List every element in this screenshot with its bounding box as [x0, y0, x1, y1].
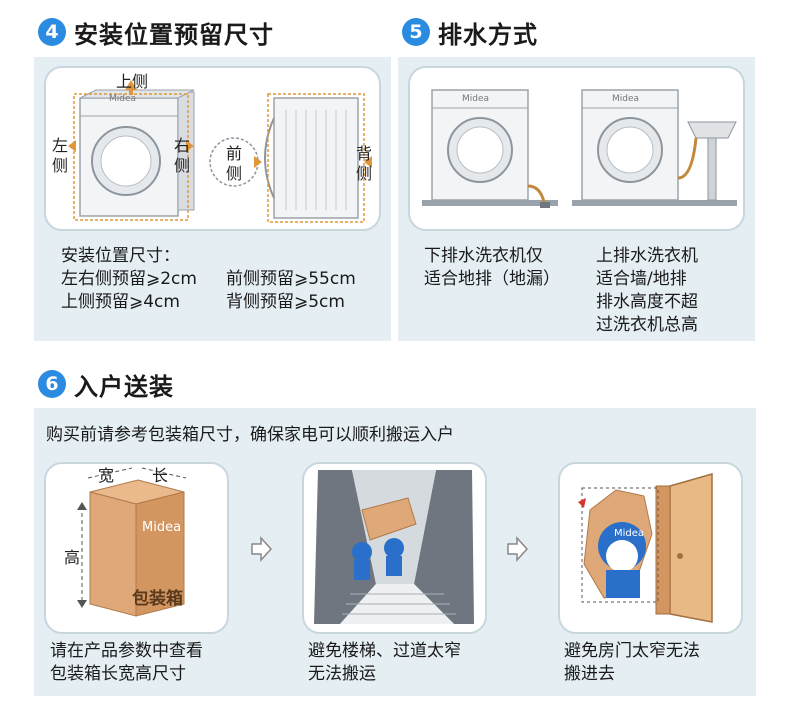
label-back-2: 侧	[356, 164, 373, 183]
box-label-height: 高	[64, 548, 81, 567]
install-text-left-right: 左右侧预留⩾2cm	[61, 269, 197, 289]
box-size-card: 宽 长 高 Midea 包装箱	[44, 462, 229, 634]
section6-panel: 购买前请参考包装箱尺寸，确保家电可以顺利搬运入户 宽 长 高 Midea 包装箱	[34, 408, 756, 696]
arrow-right-icon	[506, 536, 528, 562]
arrow-right-icon	[250, 536, 272, 562]
door-illustration	[578, 473, 713, 623]
section5-number-badge: 5	[402, 18, 430, 46]
section5-title: 排水方式	[438, 21, 538, 49]
section4-title: 安装位置预留尺寸	[74, 21, 274, 49]
brand-logo-right-washer: Midea	[612, 94, 640, 104]
label-right-1: 右	[174, 136, 191, 155]
box-label-width: 宽	[98, 466, 115, 485]
install-text-back: 背侧预留⩾5cm	[226, 292, 345, 312]
label-top: 上侧	[116, 72, 149, 91]
box-brand-logo: Midea	[142, 520, 182, 535]
label-front-2: 侧	[226, 164, 243, 183]
install-clearance-diagram	[68, 80, 372, 223]
drain-top-line2: 适合墙/地排	[596, 269, 687, 289]
stairs-card-caption-2: 无法搬运	[308, 664, 376, 684]
drain-method-diagram	[422, 89, 737, 208]
box-card-caption-1: 请在产品参数中查看	[50, 641, 203, 661]
drain-top-line1: 上排水洗衣机	[596, 246, 698, 266]
label-front-1: 前	[226, 144, 243, 163]
section4-panel: Midea 上侧 左 侧 右 侧 前 侧 背 侧 安装位置尺寸： 左右侧预留⩾2…	[34, 57, 391, 341]
label-left-1: 左	[52, 136, 69, 155]
drain-top-line3: 排水高度不超	[596, 292, 698, 312]
stairs-card-caption-1: 避免楼梯、过道太窄	[308, 641, 461, 661]
install-text-top: 上侧预留⩾4cm	[61, 292, 180, 312]
drain-bottom-line1: 下排水洗衣机仅	[424, 246, 543, 266]
stairs-illustration	[314, 470, 474, 624]
install-text-front: 前侧预留⩾55cm	[226, 269, 356, 289]
box-label-length: 长	[152, 466, 169, 485]
drain-top-line4: 过洗衣机总高	[596, 315, 698, 335]
package-box-illustration	[77, 467, 187, 617]
label-right-2: 侧	[174, 156, 191, 175]
section6-number-badge: 6	[38, 370, 66, 398]
drain-diagram-card: Midea Midea	[408, 66, 745, 231]
section5-panel: Midea Midea 下排水洗衣机仅 适合地排（地漏） 上排水洗衣机 适合墙/…	[398, 57, 755, 341]
label-back-1: 背	[356, 144, 373, 163]
install-text-title: 安装位置尺寸：	[61, 246, 180, 266]
delivery-intro-text: 购买前请参考包装箱尺寸，确保家电可以顺利搬运入户	[46, 425, 454, 445]
brand-logo-left-washer: Midea	[462, 94, 490, 104]
door-card-caption-1: 避免房门太窄无法	[564, 641, 700, 661]
brand-logo-front: Midea	[109, 94, 137, 104]
stairs-card	[302, 462, 487, 634]
box-label-package: 包装箱	[132, 589, 183, 609]
install-diagram-card: Midea 上侧 左 侧 右 侧 前 侧 背 侧	[44, 66, 381, 231]
label-left-2: 侧	[52, 156, 69, 175]
section6-title: 入户送装	[74, 373, 174, 401]
drain-bottom-line2: 适合地排（地漏）	[424, 269, 560, 289]
door-card-caption-2: 搬进去	[564, 664, 615, 684]
door-card: Midea	[558, 462, 743, 634]
section4-number-badge: 4	[38, 18, 66, 46]
box-card-caption-2: 包装箱长宽高尺寸	[50, 664, 186, 684]
helmet-brand-logo: Midea	[614, 528, 645, 539]
